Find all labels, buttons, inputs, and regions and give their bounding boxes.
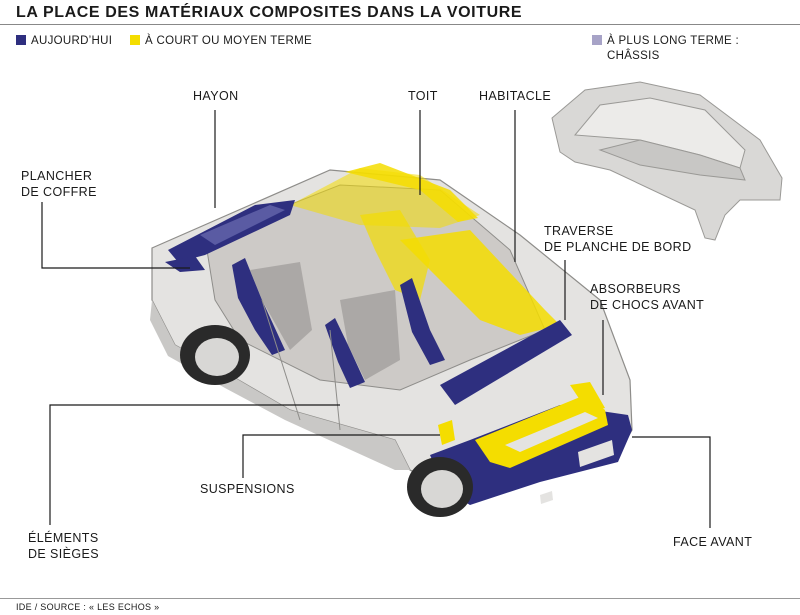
leader-suspensions [242, 434, 440, 478]
rear-wheel [180, 325, 250, 385]
car-body [150, 163, 633, 517]
source-credit: IDE / SOURCE : « LES ECHOS » [16, 602, 160, 612]
legend-item-short-term: À COURT OU MOYEN TERME [130, 34, 312, 49]
label-traverse-de-planche-de-bord: TRAVERSE DE PLANCHE DE BORD [544, 224, 692, 254]
leader-plancher-de-coffre [41, 202, 190, 269]
legend-swatch-short-term [130, 35, 140, 45]
footer-divider [0, 598, 800, 599]
page-title: LA PLACE DES MATÉRIAUX COMPOSITES DANS L… [16, 4, 523, 21]
label-toit: TOIT [408, 89, 438, 103]
legend-swatch-today [16, 35, 26, 45]
leader-face-avant [632, 436, 711, 528]
title-divider [0, 24, 800, 25]
label-habitacle: HABITACLE [479, 89, 552, 103]
leader-lines [41, 110, 711, 528]
legend-label-short-term: À COURT OU MOYEN TERME [145, 35, 312, 47]
legend-item-today: AUJOURD’HUI [16, 34, 112, 49]
leader-elements-de-sieges [49, 404, 340, 525]
legend-swatch-long-term [592, 35, 602, 45]
label-absorbeurs-de-chocs-avant: ABSORBEURS DE CHOCS AVANT [590, 282, 705, 312]
label-suspensions: SUSPENSIONS [200, 482, 295, 496]
label-face-avant: FACE AVANT [673, 535, 753, 549]
label-elements-de-sieges: ÉLÉMENTS DE SIÈGES [28, 531, 99, 561]
legend-label-long-term: À PLUS LONG TERME : CHÂSSIS [607, 35, 740, 62]
legend-label-today: AUJOURD’HUI [31, 35, 113, 47]
label-plancher-de-coffre: PLANCHER DE COFFRE [21, 169, 97, 199]
legend-item-long-term: À PLUS LONG TERME : CHÂSSIS [592, 34, 739, 64]
chassis-illustration [551, 81, 783, 241]
label-hayon: HAYON [193, 89, 239, 103]
front-wheel [407, 457, 473, 517]
